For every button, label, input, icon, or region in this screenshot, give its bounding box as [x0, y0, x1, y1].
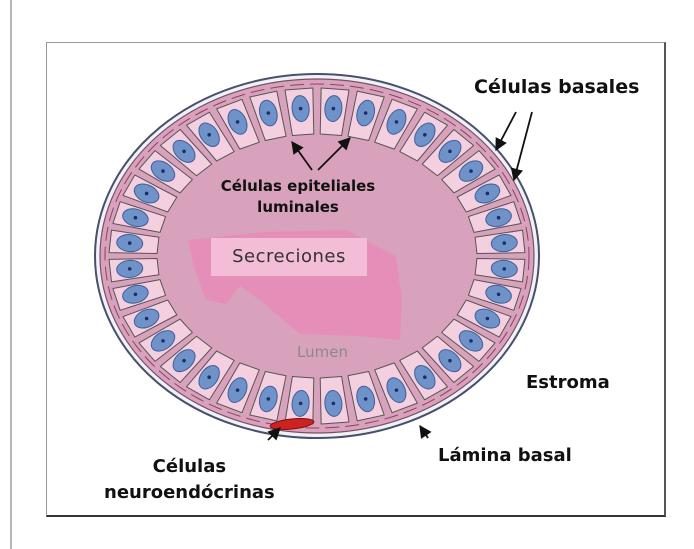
nucleolus: [364, 111, 368, 115]
arrow-basal-lamina: [420, 426, 428, 438]
nucleolus: [423, 133, 427, 137]
nucleolus: [497, 216, 501, 220]
label-neuro-line1: Células: [104, 454, 275, 480]
nucleolus: [502, 267, 506, 271]
nucleolus: [161, 339, 165, 343]
nucleolus: [128, 267, 132, 271]
nucleolus: [448, 359, 452, 363]
nucleolus: [207, 375, 211, 379]
nucleolus: [497, 293, 501, 297]
label-neuroendocrine-cells: Células neuroendócrinas: [96, 452, 283, 508]
arrow-basal-2: [514, 112, 532, 180]
nucleolus: [145, 192, 149, 196]
nucleolus: [395, 120, 399, 124]
nucleolus: [299, 402, 303, 406]
nucleolus: [145, 317, 149, 321]
nucleolus: [134, 293, 138, 297]
nucleolus: [267, 111, 271, 115]
nucleolus: [502, 241, 506, 245]
nucleolus: [364, 397, 368, 401]
nucleolus: [332, 402, 336, 406]
label-secretions: Secreciones: [211, 238, 367, 276]
nucleolus: [236, 120, 240, 124]
label-luminal-epithelial-cells: Células epiteliales luminales: [198, 176, 398, 218]
nucleolus: [236, 388, 240, 392]
nucleolus: [486, 192, 490, 196]
nucleolus: [161, 169, 165, 173]
nucleolus: [332, 107, 336, 111]
label-neuro-line2: neuroendócrinas: [104, 480, 275, 506]
label-luminal-line2: luminales: [198, 197, 398, 218]
nucleolus: [469, 339, 473, 343]
label-lumen: Lumen: [297, 343, 348, 361]
label-luminal-line1: Células epiteliales: [198, 176, 398, 197]
nucleolus: [486, 317, 490, 321]
nucleolus: [267, 397, 271, 401]
arrow-basal-1: [496, 112, 516, 150]
label-stroma: Estroma: [520, 370, 616, 395]
label-basal-cells: Células basales: [468, 74, 645, 100]
nucleolus: [299, 107, 303, 111]
nucleolus: [423, 375, 427, 379]
label-basal-lamina: Lámina basal: [432, 443, 578, 468]
nucleolus: [182, 150, 186, 154]
nucleolus: [469, 169, 473, 173]
nucleolus: [134, 216, 138, 220]
nucleolus: [395, 388, 399, 392]
nucleolus: [128, 241, 132, 245]
nucleolus: [182, 359, 186, 363]
nucleolus: [207, 133, 211, 137]
nucleolus: [448, 150, 452, 154]
